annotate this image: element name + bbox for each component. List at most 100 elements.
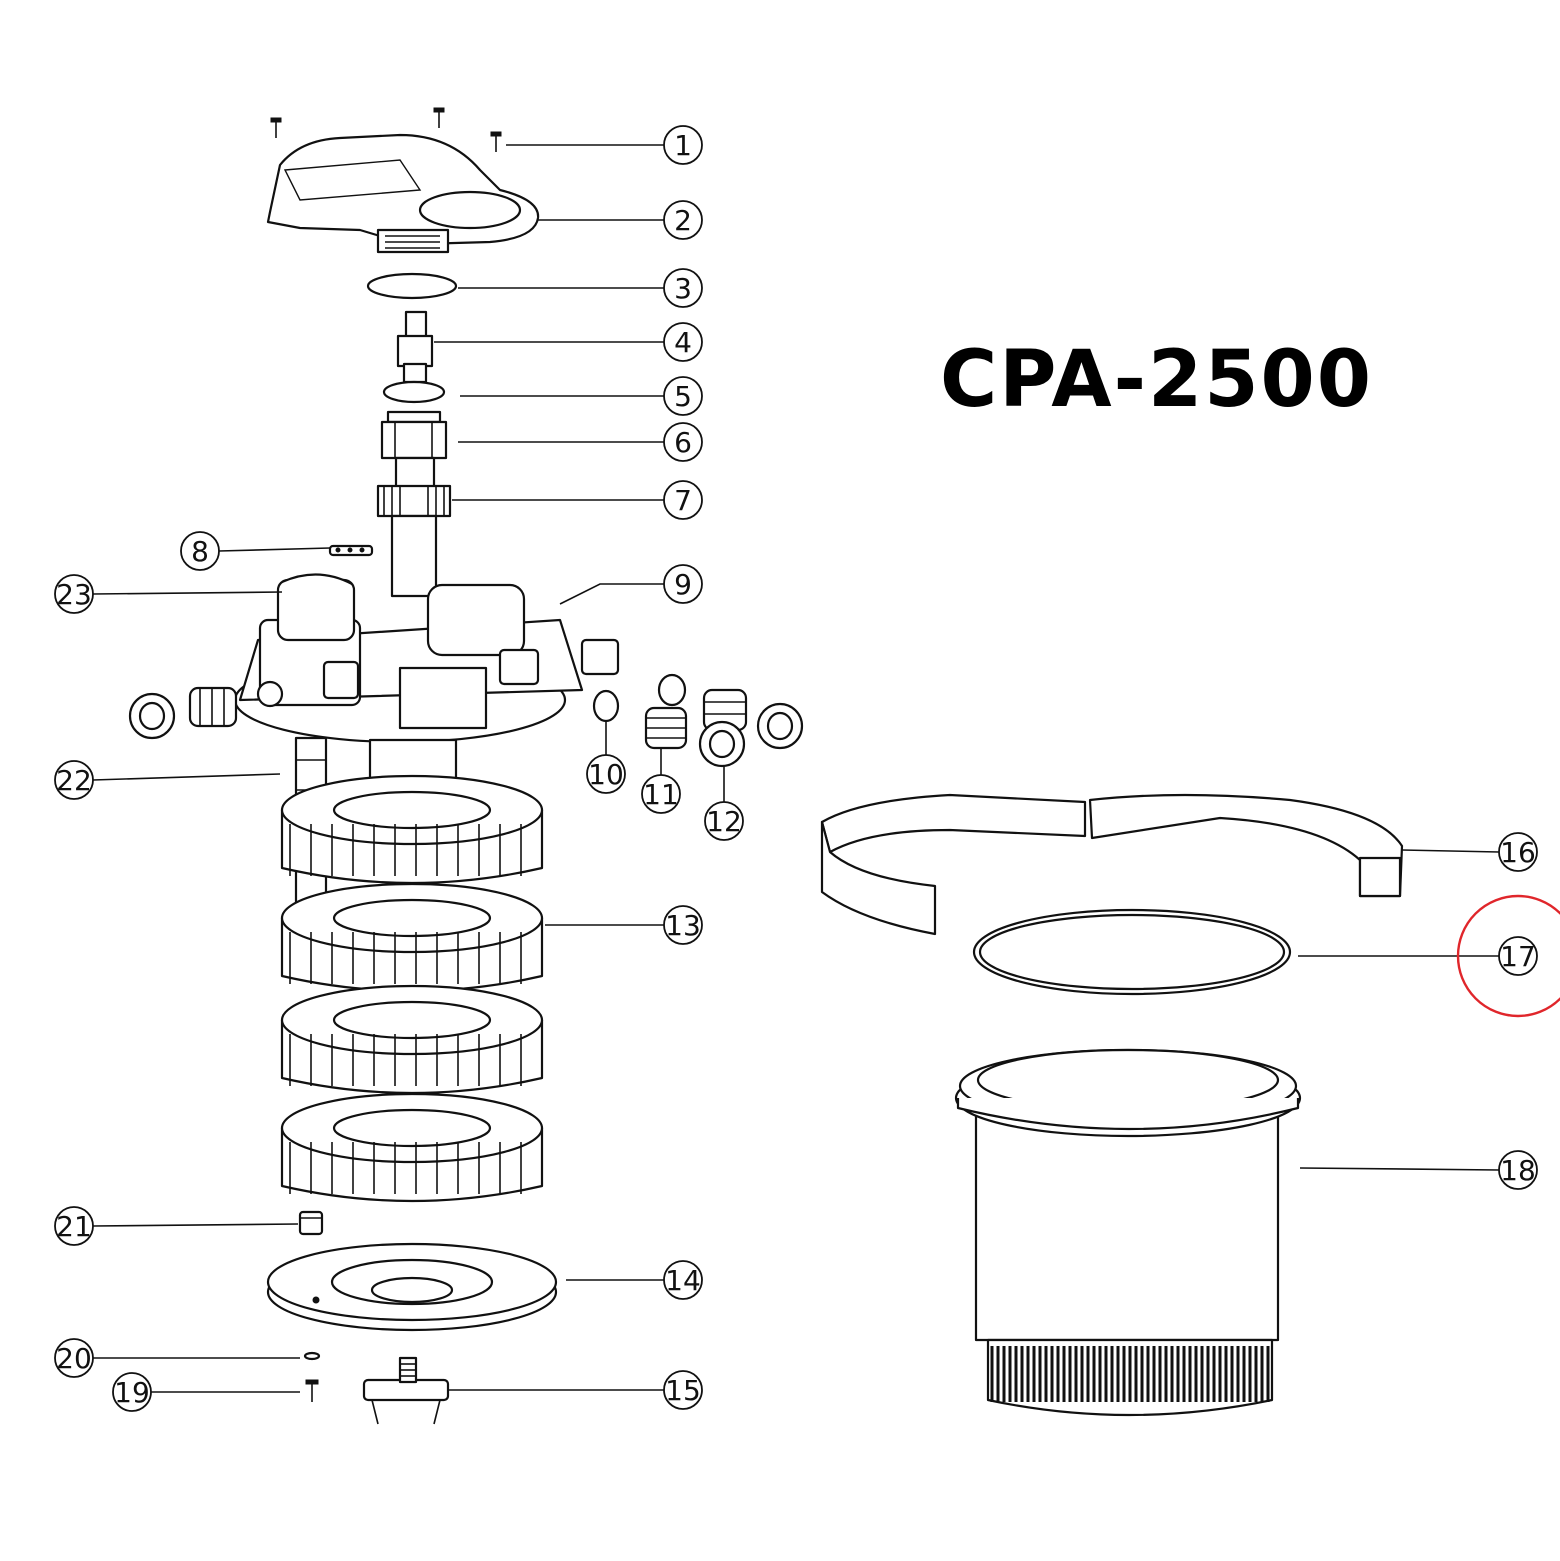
callout-circle-22 xyxy=(54,760,94,800)
callout-circle-15 xyxy=(663,1370,703,1410)
callout-number-10: 10 xyxy=(588,758,624,791)
small-o-ring-part xyxy=(592,673,687,723)
callout-leader-9 xyxy=(559,583,664,605)
callout-circle-18 xyxy=(1498,1150,1538,1190)
callout-6: 6 xyxy=(458,422,703,462)
filter-sponge xyxy=(280,1092,544,1203)
clamp-ring-part xyxy=(820,793,1404,936)
callout-circle-16 xyxy=(1498,832,1538,872)
callout-number-6: 6 xyxy=(674,426,692,459)
callout-number-9: 9 xyxy=(674,568,692,601)
callout-5: 5 xyxy=(460,376,703,416)
callout-3: 3 xyxy=(458,268,703,308)
callout-number-12: 12 xyxy=(706,805,742,838)
callout-18: 18 xyxy=(1299,1150,1538,1190)
callout-17: 17 xyxy=(1298,936,1538,976)
callout-21: 21 xyxy=(54,1206,299,1246)
callout-circle-8 xyxy=(180,531,220,571)
callout-1: 1 xyxy=(506,125,703,165)
callout-number-2: 2 xyxy=(674,204,692,237)
callout-circle-11 xyxy=(641,774,681,814)
callout-number-8: 8 xyxy=(191,535,209,568)
shaft-ring-part xyxy=(382,380,446,404)
hose-adapter-part xyxy=(188,686,748,750)
callout-circle-19 xyxy=(112,1372,152,1412)
top-cover-part xyxy=(266,133,540,254)
callout-number-5: 5 xyxy=(674,380,692,413)
callout-number-14: 14 xyxy=(665,1264,701,1297)
callout-circle-7 xyxy=(663,480,703,520)
callout-16: 16 xyxy=(1401,832,1538,872)
callout-circle-13 xyxy=(663,905,703,945)
callout-circle-4 xyxy=(663,322,703,362)
callout-15: 15 xyxy=(448,1370,703,1410)
callout-20: 20 xyxy=(54,1338,300,1378)
drain-foot-part xyxy=(362,1356,450,1425)
small-cap-part xyxy=(298,1210,324,1236)
callout-7: 7 xyxy=(452,480,703,520)
callout-leader-16 xyxy=(1401,849,1500,853)
callout-circle-1 xyxy=(663,125,703,165)
filter-sponge xyxy=(280,882,544,993)
callout-circle-3 xyxy=(663,268,703,308)
callout-leader-22 xyxy=(92,773,281,781)
callout-number-22: 22 xyxy=(56,764,92,797)
filter-sponge xyxy=(280,774,544,885)
valve-head-part xyxy=(233,573,620,744)
callout-19: 19 xyxy=(112,1372,300,1412)
callout-circle-9 xyxy=(663,564,703,604)
callout-13: 13 xyxy=(545,905,703,945)
callout-leader-23 xyxy=(92,591,283,595)
gasket-ring-part xyxy=(972,908,1292,996)
o-ring-part xyxy=(366,272,458,300)
callout-circle-17 xyxy=(1498,936,1538,976)
callout-circle-2 xyxy=(663,200,703,240)
callout-leader-18 xyxy=(1299,1167,1500,1171)
callout-number-20: 20 xyxy=(56,1342,92,1375)
callout-2: 2 xyxy=(538,200,703,240)
shaft-nut-part xyxy=(376,484,452,518)
callout-circle-23 xyxy=(54,574,94,614)
callout-circle-21 xyxy=(54,1206,94,1246)
bracket-part xyxy=(328,544,374,557)
callout-11: 11 xyxy=(641,748,681,814)
callout-number-4: 4 xyxy=(674,326,692,359)
screws-part xyxy=(270,107,502,152)
callout-number-19: 19 xyxy=(114,1376,150,1409)
model-title: CPA-2500 xyxy=(940,335,1374,425)
callout-9: 9 xyxy=(559,564,703,605)
callout-8: 8 xyxy=(180,531,331,571)
callout-number-7: 7 xyxy=(674,484,692,517)
callout-circle-6 xyxy=(663,422,703,462)
callout-10: 10 xyxy=(586,722,626,794)
bolt-part xyxy=(305,1379,319,1402)
callout-circle-20 xyxy=(54,1338,94,1378)
washer-part xyxy=(303,1351,321,1361)
callout-number-23: 23 xyxy=(56,578,92,611)
callout-23: 23 xyxy=(54,574,283,614)
callout-14: 14 xyxy=(566,1260,703,1300)
center-tube-part xyxy=(390,514,438,598)
highlight-circle xyxy=(1456,894,1560,1018)
callout-circle-14 xyxy=(663,1260,703,1300)
callout-number-16: 16 xyxy=(1500,836,1536,869)
callout-number-21: 21 xyxy=(56,1210,92,1243)
shaft-collar-part xyxy=(380,410,448,490)
callout-leader-21 xyxy=(92,1223,299,1227)
base-plate-part xyxy=(266,1242,558,1332)
callout-leader-8 xyxy=(218,547,331,552)
callout-12: 12 xyxy=(704,766,744,841)
callout-circle-12 xyxy=(704,801,744,841)
callout-circle-5 xyxy=(663,376,703,416)
union-nut-part xyxy=(128,692,804,768)
callout-number-13: 13 xyxy=(665,909,701,942)
callout-number-15: 15 xyxy=(665,1374,701,1407)
callout-22: 22 xyxy=(54,760,281,800)
callout-number-11: 11 xyxy=(643,778,679,811)
callout-number-1: 1 xyxy=(674,129,692,162)
callout-4: 4 xyxy=(434,322,703,362)
valve-shaft-part xyxy=(396,310,434,384)
filter-housing-part xyxy=(954,1048,1302,1417)
callout-circle-10 xyxy=(586,754,626,794)
